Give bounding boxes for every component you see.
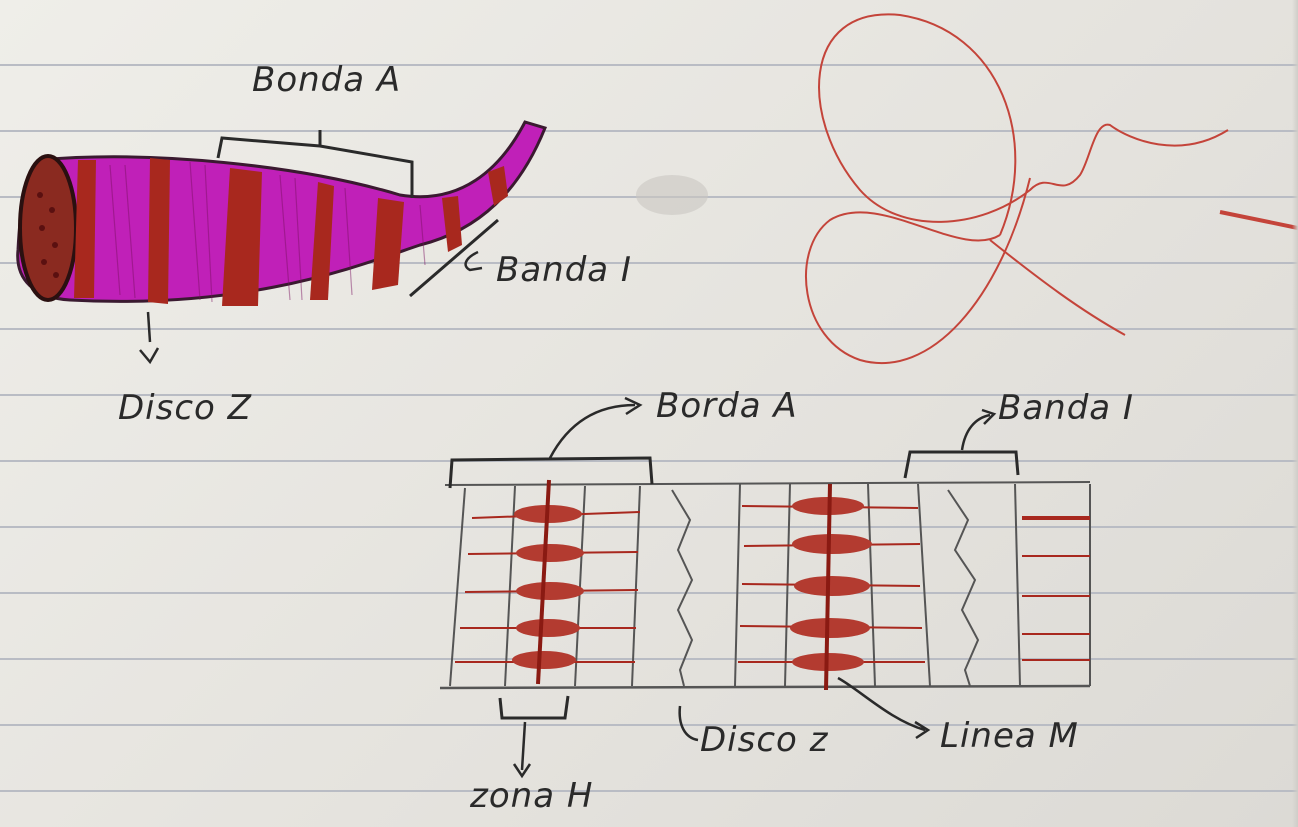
sarcomere-banda-a-arrow xyxy=(550,398,640,458)
linea-m-label: Linea M xyxy=(940,716,1079,756)
sarcomere-banda-i-label: Banda I xyxy=(998,388,1134,428)
red-thread xyxy=(806,14,1228,363)
fiber-end-cap xyxy=(20,156,76,300)
disco-z-arrow xyxy=(680,706,698,740)
z-disc-zigzag-2 xyxy=(948,490,978,686)
zona-h-arrow xyxy=(514,722,530,776)
pencil-smudge xyxy=(636,175,708,215)
red-thread-end xyxy=(1220,212,1298,228)
sarcomere-banda-i-bracket xyxy=(905,452,1018,478)
fiber-banda-i-label: Banda I xyxy=(496,250,632,290)
fiber-banda-a-label: Bonda A xyxy=(252,60,401,100)
z-disc-zigzag-1 xyxy=(672,490,692,686)
muscle-fiber-illustration xyxy=(18,122,545,362)
sarcomere-banda-i-arrow xyxy=(962,410,994,450)
thick-filaments xyxy=(512,497,872,671)
fiber-banda-i-arrow xyxy=(466,252,482,270)
zona-h-bracket xyxy=(500,696,568,718)
zona-h-label: zona H xyxy=(470,776,593,816)
fiber-disco-z-arrow xyxy=(140,312,158,362)
fiber-disco-z-label: Disco Z xyxy=(118,388,252,428)
disco-z-label: Disco z xyxy=(700,720,829,760)
fiber-body xyxy=(18,122,545,301)
sarcomere-banda-a-label: Borda A xyxy=(656,386,798,426)
